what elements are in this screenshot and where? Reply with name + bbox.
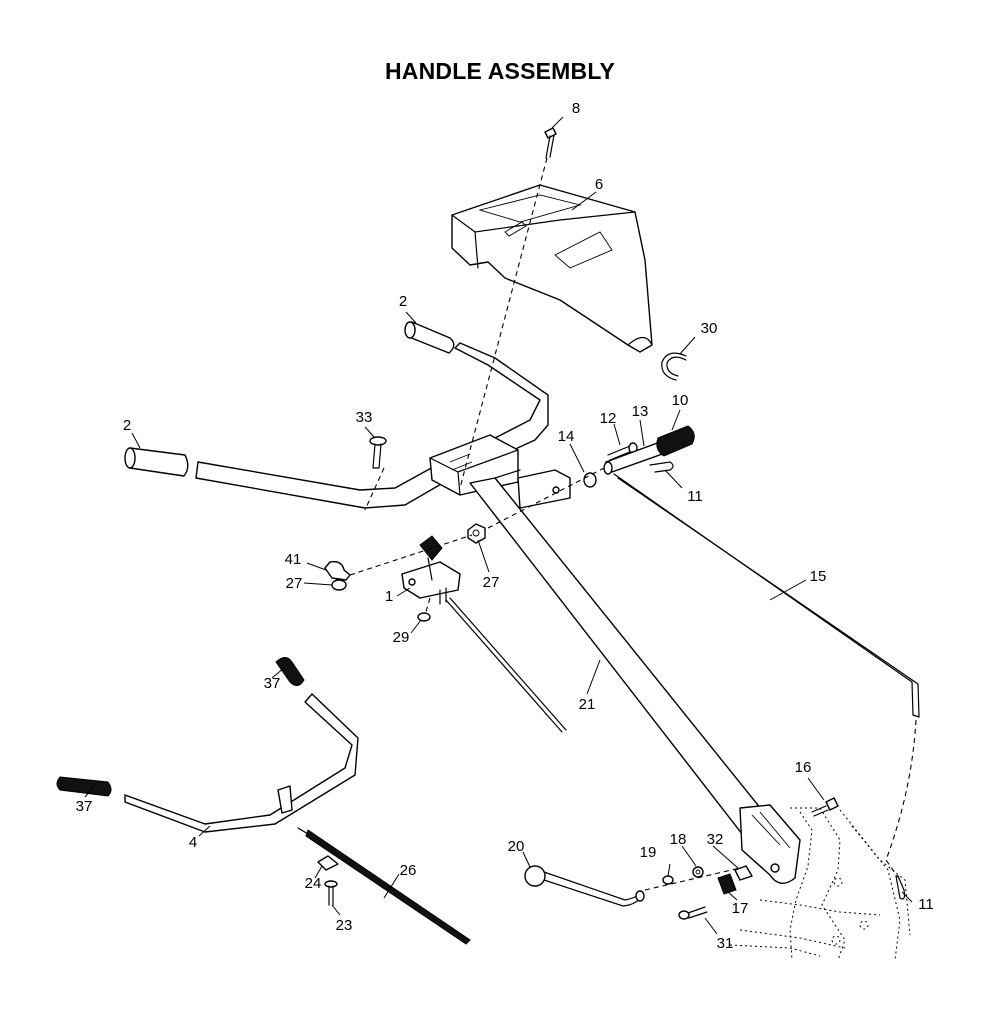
part-2-grip-right [404,321,455,354]
part-8-screw [544,127,557,159]
callout-10: 10 [672,392,689,409]
part-10-knob [656,425,695,457]
part-32-detent [734,865,753,881]
part-4-bail [124,693,359,833]
callout-37-upper: 37 [264,675,281,692]
callout-29: 29 [393,629,410,646]
part-37-grip-upper [275,657,305,686]
callout-37-left: 37 [76,798,93,815]
callout-1: 1 [385,588,393,605]
callout-6: 6 [595,176,603,193]
part-37-grip-left [56,776,112,797]
callout-32: 32 [707,831,724,848]
part-23-screw [324,880,338,906]
callout-2-upper: 2 [399,293,407,310]
part-11-hairpin-upper [649,461,674,473]
part-14-spacer [583,472,597,488]
part-24-clip [317,855,339,871]
callout-27-left: 27 [286,575,303,592]
callout-33: 33 [356,409,373,426]
part-12-bolt [607,442,638,461]
part-41-clamp [324,560,351,581]
part-6-console-cover [451,184,653,353]
callout-27-right: 27 [483,574,500,591]
callout-11-upper: 11 [687,488,703,505]
diagram-title: HANDLE ASSEMBLY [384,58,616,84]
part-27-nut-b [331,579,347,591]
callout-12: 12 [600,410,617,427]
part-2-grip-left [124,447,189,477]
callout-41: 41 [285,551,302,568]
callout-20: 20 [508,838,525,855]
callout-16: 16 [795,759,812,776]
callout-18: 18 [670,831,687,848]
part-21-handle-tube [469,469,801,884]
part-1-control-bracket [401,535,567,733]
part-11-hairpin-lower [895,875,906,900]
part-20-lever [524,865,645,907]
callout-30: 30 [701,320,718,337]
callout-19: 19 [640,844,657,861]
part-15-shift-rod [613,473,920,718]
callout-15: 15 [810,568,827,585]
callout-2-left: 2 [123,417,131,434]
callout-8: 8 [572,100,580,117]
assembly-lines [349,157,917,891]
part-16-bolt [811,797,839,817]
part-31-bolt [678,906,708,920]
callout-21: 21 [579,696,596,713]
part-17-block [717,873,737,895]
callout-13: 13 [632,403,649,420]
part-29-nut [417,612,431,622]
callout-11-lower: 11 [918,896,934,913]
part-33-carriage-bolt [369,436,387,469]
callout-17: 17 [732,900,749,917]
part-26-cable [297,827,471,945]
callout-labels: 8 6 2 2 30 33 12 13 10 14 11 15 41 27 27… [76,100,934,952]
part-30-clip [661,352,687,381]
callout-14: 14 [558,428,575,445]
callout-24: 24 [305,875,322,892]
callout-4: 4 [189,834,197,851]
leader-lines [84,116,913,935]
callout-23: 23 [336,917,353,934]
part-18-nut [692,866,704,878]
callout-26: 26 [400,862,417,879]
part-27-nut-a [467,523,486,544]
callout-31: 31 [717,935,734,952]
part-19-washer [662,875,674,885]
